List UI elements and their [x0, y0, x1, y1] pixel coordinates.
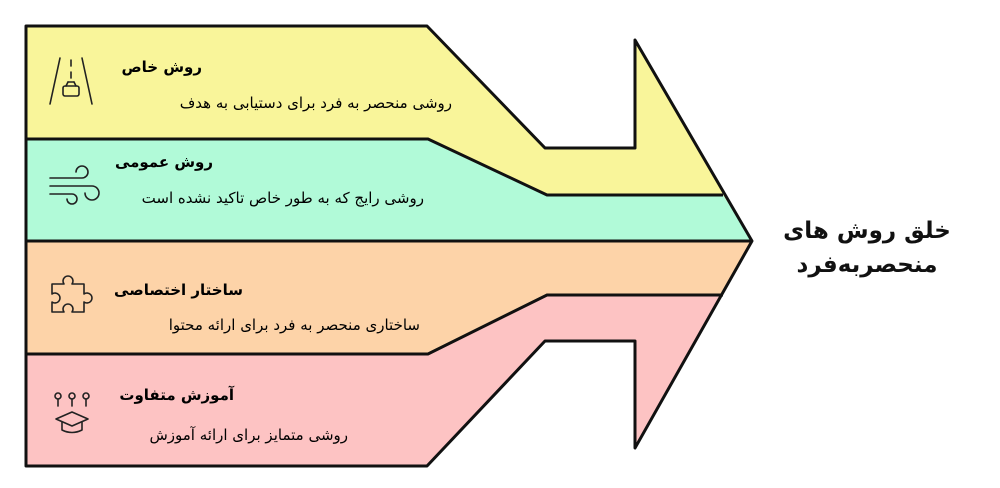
diagram-title: خلق روش های منحصربه‌فرد — [762, 214, 972, 282]
diagram-title-line-1: خلق روش های — [783, 218, 951, 244]
band-2-description: روشی رایج که به طور خاص تاکید نشده است — [141, 189, 424, 207]
band-orange — [26, 241, 752, 354]
arrow-outline — [24, 24, 754, 468]
band-yellow — [26, 26, 752, 241]
divider-3 — [26, 293, 723, 356]
band-1-description: روشی منحصر به فرد برای دستیابی به هدف — [179, 94, 452, 112]
band-pink — [26, 241, 752, 466]
band-4-description: روشی متمایز برای ارائه آموزش — [149, 426, 348, 444]
road-car-icon — [49, 57, 93, 105]
puzzle-icon — [51, 275, 93, 313]
band-2-title: روش عمومی — [114, 153, 213, 171]
wind-icon — [49, 165, 100, 205]
diagram-title-line-2: منحصربه‌فرد — [796, 252, 938, 278]
band-3-description: ساختاری منحصر به فرد برای ارائه محتوا — [168, 316, 420, 334]
divider-1 — [26, 137, 723, 197]
band-1-title: روش خاص — [121, 58, 202, 76]
graduation-cap-icon — [54, 392, 90, 434]
band-4-title: آموزش متفاوت — [119, 386, 234, 404]
band-3-title: ساختار اختصاصی — [114, 281, 243, 299]
band-green — [26, 139, 752, 241]
